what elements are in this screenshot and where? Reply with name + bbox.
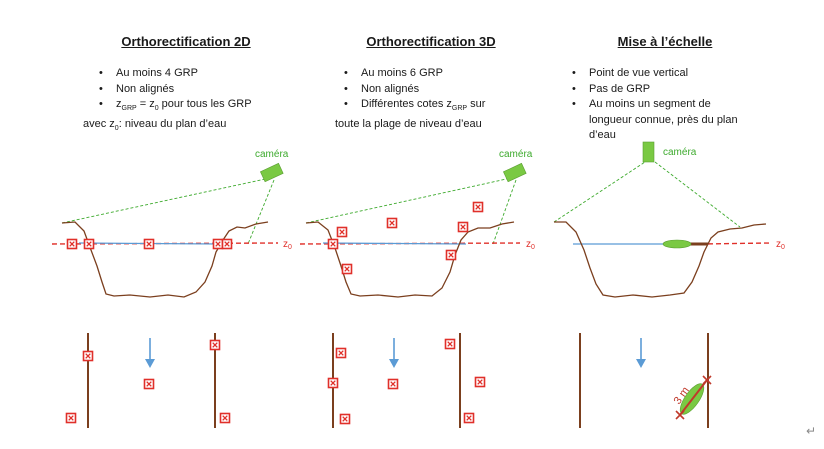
bullets-2d: Au moins 4 GRP Non alignés zGRP = z0 pou… [83, 66, 252, 136]
z0-line [699, 242, 771, 245]
flow-arrow [389, 338, 399, 368]
grp-marker [387, 378, 399, 390]
bullet-item: Pas de GRP [571, 82, 738, 98]
bullet-item: Au moins 4 GRP [98, 66, 252, 82]
flow-arrow [636, 338, 646, 368]
sightline [61, 177, 271, 224]
camera-label: caméra [255, 149, 289, 160]
bullet-continuation: avec z0: niveau du plan d’eau [83, 117, 227, 132]
grp-marker [143, 238, 155, 250]
bullet-continuation: toute la plage de niveau d’eau [335, 117, 482, 130]
plan-view-scale: 3 m [579, 333, 712, 428]
plan-view-3d [327, 333, 486, 428]
grp-marker [221, 238, 233, 250]
grp-marker [209, 339, 221, 351]
camera-icon [642, 141, 655, 163]
grp-marker [83, 238, 95, 250]
bullet-continuation: d’eau [589, 129, 616, 141]
plan-view-2d [65, 333, 231, 428]
riverbed [305, 221, 515, 298]
measure-line [679, 379, 708, 416]
grp-marker [212, 238, 224, 250]
grp-marker [341, 263, 353, 275]
grp-marker [445, 249, 457, 261]
camera-label: caméra [663, 147, 697, 158]
flow-arrow [145, 338, 155, 368]
bullet-continuation: longueur connue, près du plan [589, 113, 738, 126]
bullets-3d: Au moins 6 GRP Non alignés Différentes c… [335, 66, 485, 132]
bullet-item: Au moins 6 GRP [343, 66, 485, 82]
return-glyph: ↵ [806, 424, 817, 438]
grp-marker [474, 376, 486, 388]
grp-marker [335, 347, 347, 359]
grp-marker [327, 377, 339, 389]
grp-marker [336, 226, 348, 238]
grp-marker [219, 412, 231, 424]
bullet-item: zGRP = z0 pour tous les GRP [98, 97, 252, 117]
cross-section-scale: caméra z0 [553, 141, 785, 298]
camera-icon [503, 162, 527, 183]
grp-marker [463, 412, 475, 424]
grp-marker [339, 413, 351, 425]
grp-marker [65, 412, 77, 424]
bullet-item: Non alignés [98, 82, 252, 98]
cross-section-2d: caméra z0 [51, 149, 292, 298]
z0-label: z0 [776, 239, 785, 251]
grp-marker [82, 350, 94, 362]
measure-end-cross [675, 375, 712, 420]
riverbed [61, 221, 269, 298]
sightline [305, 177, 512, 224]
grp-marker [386, 217, 398, 229]
grp-marker [66, 238, 78, 250]
sightline [247, 179, 275, 245]
camera-icon [260, 162, 284, 183]
camera-label: caméra [499, 149, 533, 160]
sightline [492, 179, 517, 245]
floating-object [662, 239, 692, 249]
grp-marker [457, 221, 469, 233]
bullet-item: Différentes cotes zGRP sur [343, 97, 485, 117]
riverbed [554, 221, 767, 298]
grp-marker [327, 238, 339, 250]
grp-marker [444, 338, 456, 350]
z0-label: z0 [526, 239, 535, 251]
grp-marker [472, 201, 484, 213]
sightline [654, 161, 741, 228]
sightline [553, 161, 646, 223]
cross-section-3d: caméra z0 [299, 149, 535, 298]
panel-title-3d: Orthorectification 3D [366, 34, 496, 49]
z0-label: z0 [283, 239, 292, 251]
water-surface [322, 242, 467, 245]
bullet-item: Non alignés [343, 82, 485, 98]
bullets-scale: Point de vue vertical Pas de GRP Au moin… [571, 66, 738, 144]
panel-title-scale: Mise à l’échelle [617, 34, 713, 49]
bullet-item: Point de vue vertical [571, 66, 738, 82]
bullet-item: Au moins un segment de [571, 97, 738, 113]
grp-marker [143, 378, 155, 390]
panel-title-2d: Orthorectification 2D [121, 34, 251, 49]
